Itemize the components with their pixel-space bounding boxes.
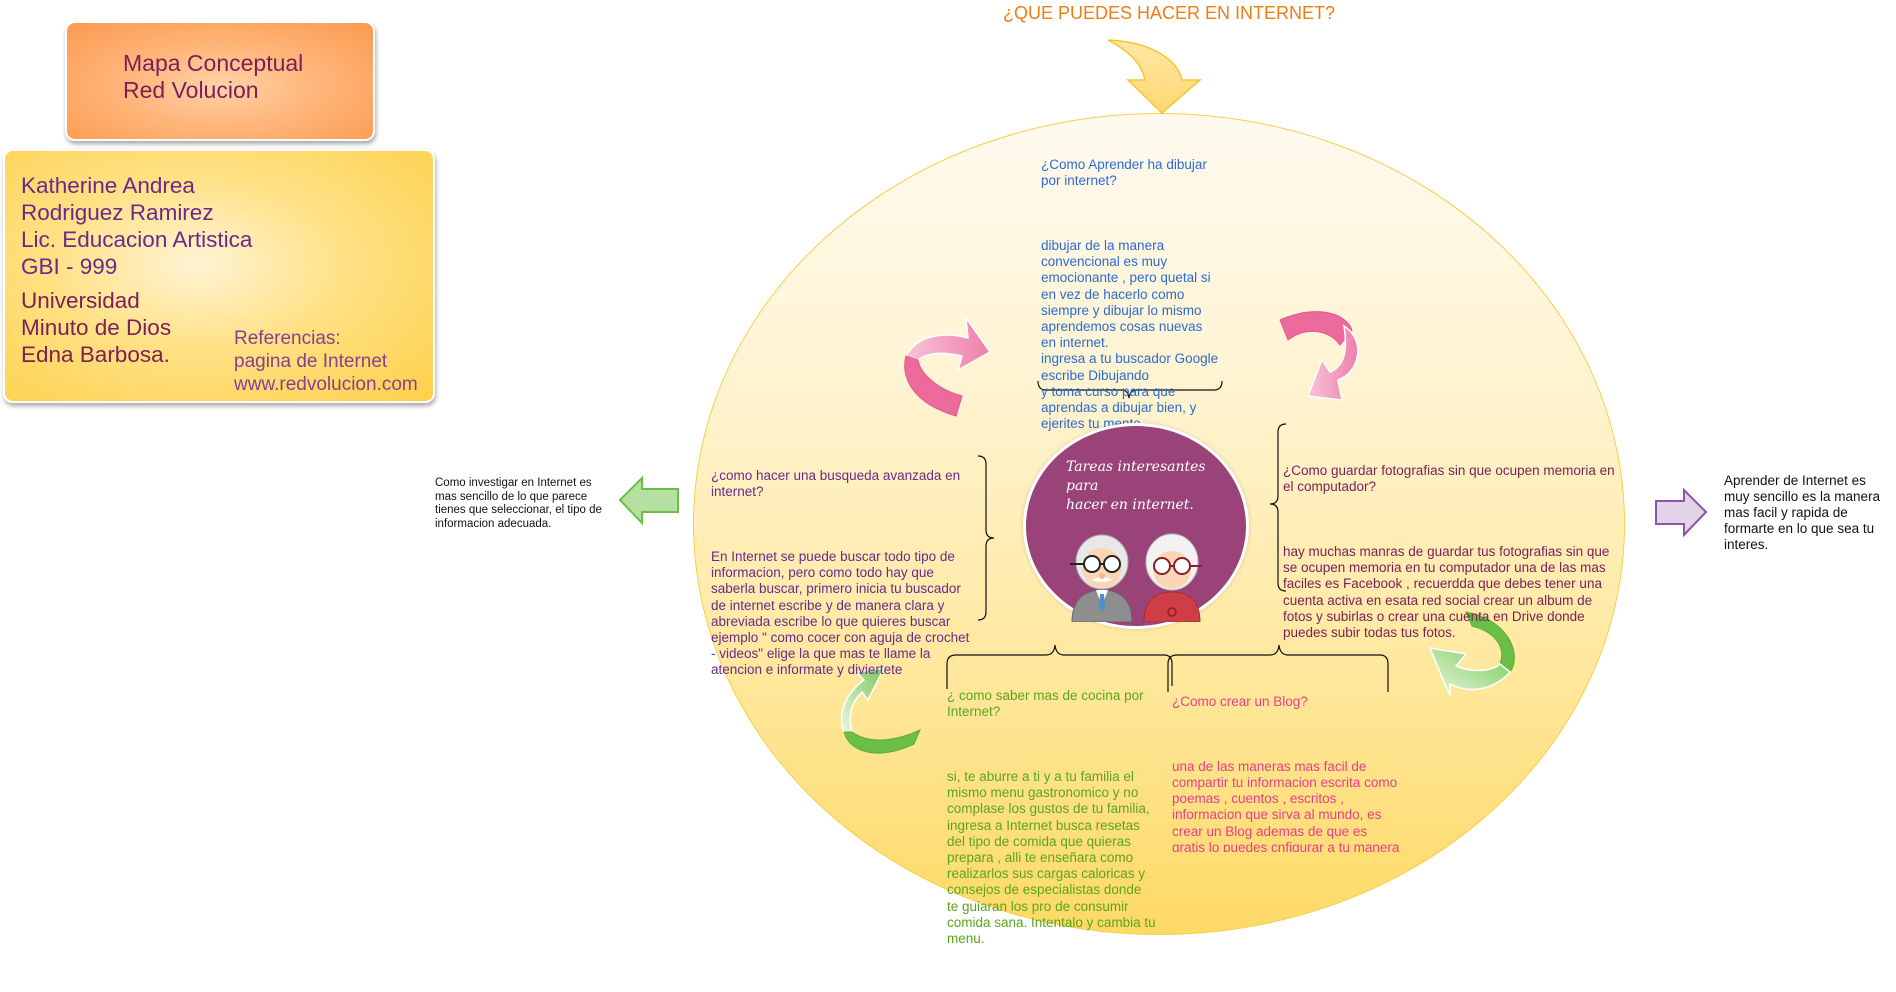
topic-busqueda-question: ¿como hacer una busqueda avanzada en int… — [711, 468, 961, 500]
author-program: Lic. Educacion Artistica — [21, 227, 253, 252]
grandpa-icon — [1070, 534, 1133, 622]
side-note-right: Aprender de Internet es muy sencillo es … — [1724, 473, 1881, 552]
references-title: Referencias: — [234, 328, 341, 349]
author-info: Katherine Andrea Rodriguez Ramirez Lic. … — [21, 172, 252, 280]
university-info: Universidad Minuto de Dios Edna Barbosa. — [21, 287, 171, 368]
center-label: Tareas interesantes para hacer en intern… — [1066, 459, 1206, 513]
left-arrow-icon — [618, 475, 679, 526]
topic-cocina: ¿ como saber mas de cocina por Internet?… — [947, 672, 1172, 963]
brace-blog — [1167, 644, 1389, 692]
references-source: pagina de Internet — [234, 351, 388, 372]
brace-busqueda — [977, 455, 995, 621]
topic-dibujar-body: dibujar de la manera convencional es muy… — [1041, 238, 1219, 432]
grandma-icon — [1143, 533, 1202, 622]
topic-fotos-body: hay muchas manras de guardar tus fotogra… — [1283, 544, 1610, 641]
topic-cocina-question: ¿ como saber mas de cocina por Internet? — [947, 688, 1144, 720]
topic-blog-body: una de las maneras mas facil de comparti… — [1172, 758, 1400, 852]
topic-fotos-question: ¿Como guardar fotografias sin que ocupen… — [1283, 463, 1615, 495]
references-url: www.redvolucion.com — [234, 374, 418, 395]
university-line-1: Universidad — [21, 288, 140, 313]
curved-down-arrow-icon — [1107, 39, 1203, 115]
right-arrow-icon — [1655, 487, 1708, 538]
topic-dibujar: ¿Como Aprender ha dibujar por internet? … — [1041, 141, 1271, 449]
title-card: Mapa Conceptual Red Volucion — [65, 21, 375, 141]
author-name-line-2: Rodriguez Ramirez — [21, 200, 214, 225]
title-text: Mapa Conceptual Red Volucion — [123, 50, 303, 104]
brace-cocina — [946, 644, 1173, 689]
title-line-2: Red Volucion — [123, 77, 259, 103]
pink-cycle-arrow-icon — [904, 315, 992, 417]
author-group: GBI - 999 — [21, 254, 118, 279]
green-cycle-arrow-icon — [1428, 611, 1515, 697]
pink-cycle-arrow-icon — [1279, 311, 1359, 401]
university-line-2: Minuto de Dios — [21, 315, 172, 340]
teacher-name: Edna Barbosa. — [21, 342, 170, 367]
topic-busqueda-body: En Internet se puede buscar todo tipo de… — [711, 549, 970, 678]
topic-blog-question: ¿Como crear un Blog? — [1172, 694, 1308, 710]
green-cycle-arrow-icon — [840, 667, 921, 754]
brace-dibujar — [1037, 380, 1223, 399]
brace-fotos — [1269, 423, 1287, 592]
topic-busqueda: ¿como hacer una busqueda avanzada en int… — [711, 452, 991, 695]
topic-blog: ¿Como crear un Blog? una de las maneras … — [1172, 678, 1442, 852]
references: Referencias: pagina de Internet www.redv… — [234, 327, 418, 396]
title-line-1: Mapa Conceptual — [123, 50, 304, 76]
topic-dibujar-question: ¿Como Aprender ha dibujar por internet? — [1041, 157, 1207, 189]
side-note-left: Como investigar en Internet es mas senci… — [435, 477, 602, 530]
topic-cocina-body: si, te aburre a ti y a tu familia el mis… — [947, 769, 1156, 947]
main-question: ¿QUE PUEDES HACER EN INTERNET? — [1003, 3, 1336, 23]
author-name-line-1: Katherine Andrea — [21, 173, 195, 198]
author-card: Katherine Andrea Rodriguez Ramirez Lic. … — [3, 149, 435, 403]
center-node: Tareas interesantes para hacer en intern… — [1023, 423, 1249, 629]
topic-fotos: ¿Como guardar fotografias sin que ocupen… — [1283, 447, 1643, 657]
elderly-couple-icon — [1070, 533, 1202, 622]
